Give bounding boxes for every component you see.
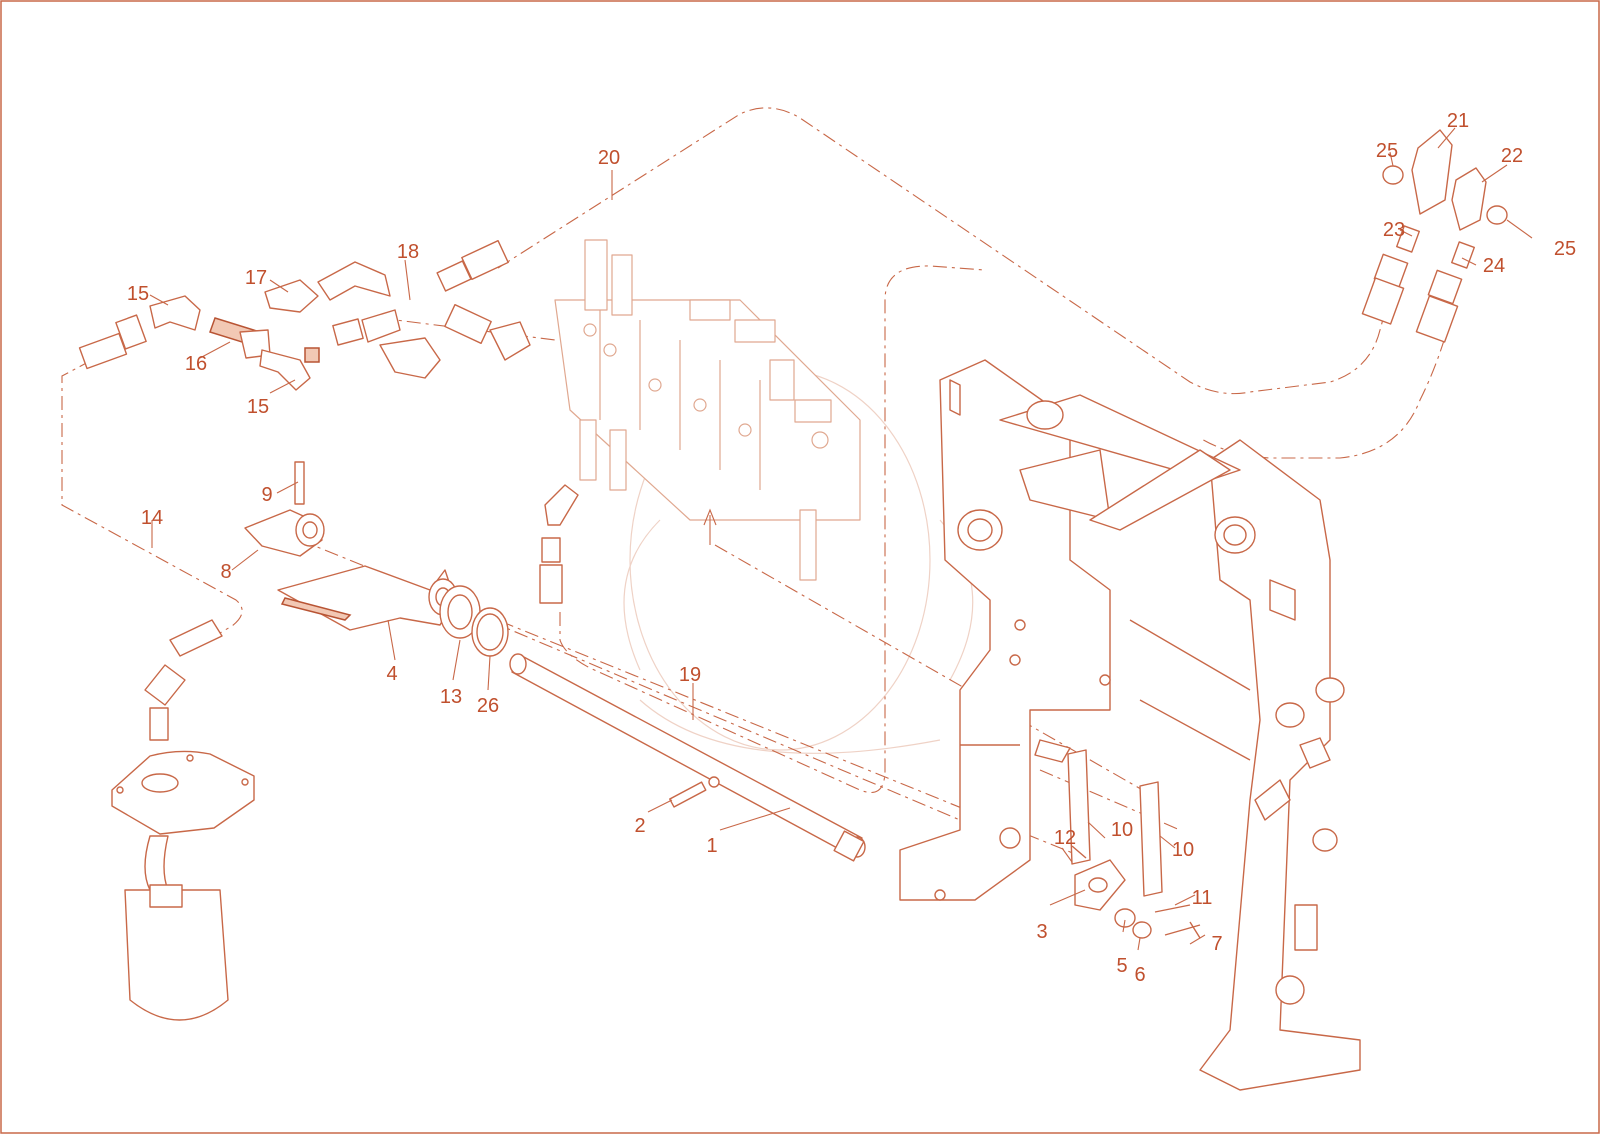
callout-25-left: 25 [1376, 140, 1398, 162]
callout-20: 20 [598, 147, 620, 169]
bracket-part-22 [1451, 167, 1487, 231]
accumulator-cylinder [111, 619, 255, 1021]
callout-16: 16 [185, 353, 207, 375]
hose-end-left [78, 332, 128, 370]
washer-part-5 [1114, 908, 1136, 928]
callout-labels: 1 2 3 4 5 6 7 8 9 10 10 11 12 13 14 15 1… [127, 110, 1576, 986]
collar-part-8 [244, 509, 325, 557]
callout-23: 23 [1383, 219, 1405, 241]
pivot-axis-line [299, 539, 1181, 861]
callout-15-bottom: 15 [247, 396, 269, 418]
callout-19: 19 [679, 664, 701, 686]
flow-arrow-icon [703, 508, 717, 545]
lever-arm-part-4 [277, 565, 458, 631]
fitting-group-right [1361, 129, 1508, 343]
callout-17: 17 [245, 267, 267, 289]
washer-part-13 [439, 585, 481, 639]
union-part-24 [1451, 241, 1475, 269]
link-plate-10-right [1139, 781, 1163, 897]
bolt-part-7 [1164, 921, 1201, 939]
callout-12: 12 [1054, 827, 1076, 849]
callout-3: 3 [1036, 921, 1047, 943]
callout-5: 5 [1116, 955, 1127, 977]
hose-19-line [559, 265, 986, 794]
callout-9: 9 [261, 484, 272, 506]
nut-part-6 [1132, 921, 1152, 939]
callout-10-left: 10 [1111, 819, 1133, 841]
callout-8: 8 [220, 561, 231, 583]
callout-leaders [149, 127, 1533, 951]
callout-10-right: 10 [1172, 839, 1194, 861]
link-plate-10-left [1067, 749, 1091, 865]
callout-25-right: 25 [1554, 238, 1576, 260]
control-valve-block [554, 239, 861, 581]
hose-14-line [61, 359, 243, 641]
callout-21: 21 [1447, 110, 1469, 132]
pin-part-2 [669, 781, 707, 808]
shaft-part-1 [509, 653, 866, 862]
plug-part-25-right [1486, 205, 1508, 225]
support-frame [899, 359, 1361, 1091]
callout-7: 7 [1211, 933, 1222, 955]
adapter-fitting-17 [264, 279, 319, 313]
linkage-group [1067, 749, 1201, 939]
elbow-fitting-15-bottom [259, 349, 311, 391]
callout-14: 14 [141, 507, 163, 529]
callout-22: 22 [1501, 145, 1523, 167]
callout-4: 4 [386, 663, 397, 685]
callout-1: 1 [706, 835, 717, 857]
hose-20-line [497, 107, 1386, 395]
union-part-23 [1396, 225, 1420, 253]
cotter-pin-part-12 [1071, 845, 1087, 859]
callout-24: 24 [1483, 255, 1505, 277]
callout-15-top: 15 [127, 283, 149, 305]
callout-26: 26 [477, 695, 499, 717]
pin-part-11 [1154, 904, 1191, 913]
fitting-group-valve [539, 484, 579, 604]
callout-2: 2 [634, 815, 645, 837]
plug-part-25-left [1382, 165, 1404, 185]
callout-6: 6 [1134, 964, 1145, 986]
callout-13: 13 [440, 686, 462, 708]
bracket-part-21 [1411, 129, 1453, 215]
elbow-fitting-15-top [149, 295, 201, 331]
ring-part-26 [471, 607, 509, 657]
hose-24-line [1199, 311, 1453, 459]
callout-18: 18 [397, 241, 419, 263]
fitting-group-left [78, 239, 531, 391]
callout-11: 11 [1192, 887, 1213, 909]
